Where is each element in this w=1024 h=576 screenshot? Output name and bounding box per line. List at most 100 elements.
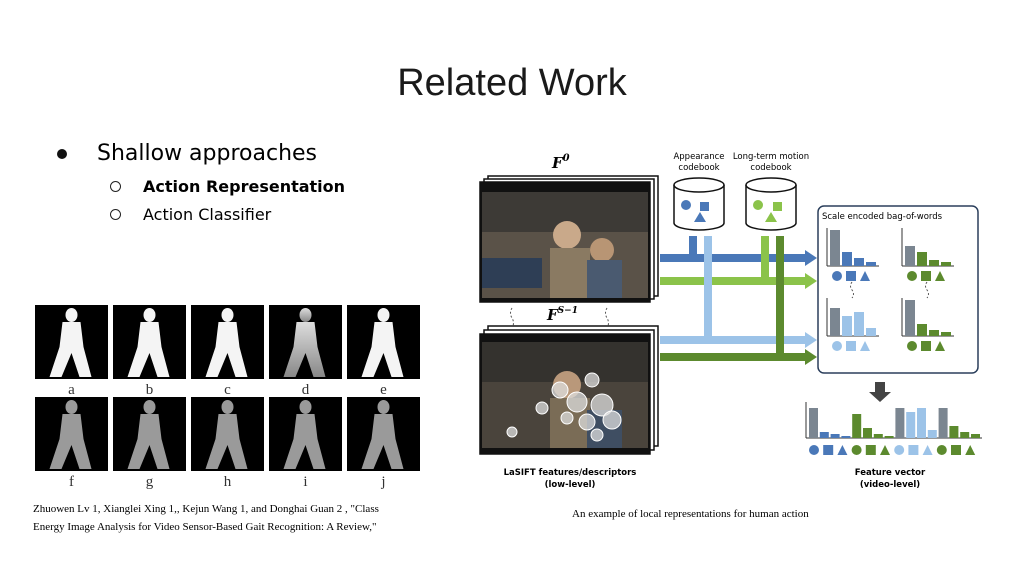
circle-shape-icon <box>907 271 917 281</box>
gait-panel-label: c <box>224 382 231 398</box>
circle-shape-icon <box>936 445 947 455</box>
gait-panel-label: f <box>69 474 74 490</box>
gait-citation: Zhuowen Lv 1, Xianglei Xing 1,, Kejun Wa… <box>33 500 379 536</box>
feature-vector-bar <box>852 414 862 438</box>
appearance-codebook-line2: codebook <box>678 163 719 173</box>
gait-panel <box>269 305 342 379</box>
frame-stack-top <box>479 175 659 303</box>
histogram-bar <box>842 316 852 336</box>
gait-panel <box>35 397 108 471</box>
square-shape-icon <box>908 445 919 455</box>
down-arrow-icon <box>869 382 891 402</box>
gait-panel-label: j <box>380 474 385 490</box>
square-shape-icon <box>951 445 961 455</box>
motion-codebook-cylinder-icon <box>745 177 797 231</box>
histogram-bar <box>941 262 951 266</box>
ellipsis-squiggle-icon <box>605 307 609 329</box>
feature-vector-bar <box>884 436 894 438</box>
histogram-bar <box>917 324 927 336</box>
feature-vector-bar <box>938 408 948 438</box>
citation-line-2: Energy Image Analysis for Video Sensor-B… <box>33 521 377 533</box>
square-shape-icon <box>846 341 856 351</box>
triangle-shape-icon <box>965 445 976 455</box>
motion-codebook-line2: codebook <box>750 163 791 173</box>
action-figure-caption: An example of local representations for … <box>572 508 809 520</box>
slide-title: Related Work <box>397 62 627 104</box>
gait-panel <box>191 397 264 471</box>
gait-panel-label: g <box>146 474 154 490</box>
gait-panel <box>347 305 420 379</box>
histogram-bar <box>830 230 840 266</box>
feature-vector-bar <box>960 432 970 438</box>
bullet-circle-icon <box>110 209 121 220</box>
lasift-label-line1: LaSIFT features/descriptors <box>504 468 637 478</box>
circle-shape-icon <box>809 445 819 455</box>
histogram-bar <box>854 258 864 266</box>
appearance-codebook-cylinder-icon <box>673 177 725 231</box>
histogram-bar <box>917 252 927 266</box>
histogram-bar <box>929 260 939 266</box>
histogram-bar <box>941 332 951 336</box>
frame-bottom-label: FS−1 <box>546 306 578 324</box>
feature-vector-bar <box>863 428 872 438</box>
flow-arrows <box>660 236 817 365</box>
feature-vector-bar <box>917 408 926 438</box>
feature-vector-histogram <box>805 402 982 455</box>
ellipsis-squiggle-icon <box>925 281 929 299</box>
triangle-shape-icon <box>860 271 870 281</box>
bullet-text: Shallow approaches <box>97 141 318 166</box>
histogram <box>901 228 954 281</box>
gait-panel <box>191 305 264 379</box>
bullet-text: Action Representation <box>143 177 346 196</box>
bullet-action-representation: Action Representation <box>110 177 345 196</box>
histogram-bar <box>929 330 939 336</box>
circle-shape-icon <box>907 341 917 351</box>
histogram <box>826 298 879 351</box>
histogram-bar <box>905 246 915 266</box>
gait-panel <box>35 305 108 379</box>
frame-stack-bottom <box>479 325 659 455</box>
feature-vector-bar <box>906 412 916 438</box>
bullet-dot-icon <box>57 148 67 159</box>
bullet-shallow-approaches: Shallow approaches <box>55 141 317 166</box>
gait-panel-label: d <box>302 382 310 398</box>
bag-of-words-box <box>817 205 979 374</box>
lasift-label-line2: (low-level) <box>545 480 596 490</box>
gait-panel <box>269 397 342 471</box>
square-shape-icon <box>823 445 834 455</box>
histogram-bar <box>866 262 876 266</box>
histogram-bar <box>830 308 840 336</box>
triangle-shape-icon <box>935 271 945 281</box>
histogram <box>901 298 954 351</box>
gait-panel <box>347 397 420 471</box>
square-shape-icon <box>865 445 876 455</box>
bullet-action-classifier: Action Classifier <box>110 205 271 224</box>
square-shape-icon <box>846 271 856 281</box>
triangle-shape-icon <box>837 445 848 455</box>
feature-vector-bar <box>971 434 980 438</box>
gait-panel-label: i <box>303 474 307 490</box>
citation-line-1: Zhuowen Lv 1, Xianglei Xing 1,, Kejun Wa… <box>33 503 379 515</box>
motion-codebook-line1: Long-term motion <box>733 152 809 162</box>
circle-shape-icon <box>894 445 905 455</box>
gait-panel <box>113 305 186 379</box>
triangle-shape-icon <box>860 341 870 351</box>
feature-vector-bar <box>927 430 937 438</box>
histogram <box>826 228 879 281</box>
triangle-shape-icon <box>935 341 945 351</box>
feature-vector-bar <box>949 426 959 438</box>
bullet-circle-icon <box>110 181 121 192</box>
triangle-shape-icon <box>922 445 933 455</box>
feature-vector-bar <box>809 408 818 438</box>
bag-of-words-histograms <box>826 228 954 351</box>
bag-of-words-title: Scale encoded bag-of-words <box>822 212 943 222</box>
square-shape-icon <box>921 271 931 281</box>
triangle-shape-icon <box>880 445 890 455</box>
feature-vector-bar <box>819 432 829 438</box>
circle-shape-icon <box>832 341 842 351</box>
bullet-text: Action Classifier <box>143 205 272 224</box>
ellipsis-squiggle-icon <box>510 307 514 329</box>
square-shape-icon <box>921 341 931 351</box>
circle-shape-icon <box>851 445 862 455</box>
feature-vector-bar <box>841 436 851 438</box>
